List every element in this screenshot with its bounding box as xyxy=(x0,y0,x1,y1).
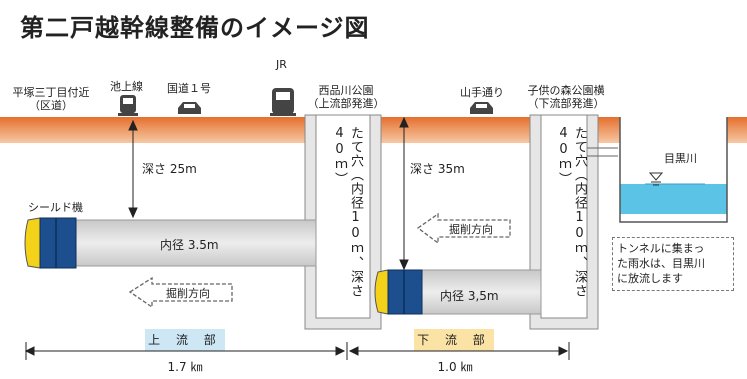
jr-label: JR xyxy=(276,58,287,71)
excavation-label-lower: 掘削方向 xyxy=(449,223,493,236)
shaft-upper-label: たて穴（内径10ｍ、深さ40ｍ） xyxy=(332,126,363,298)
excavation-arrow-lower xyxy=(416,212,511,245)
kokudo-label: 国道１号 xyxy=(167,82,211,95)
shield-machine-upper xyxy=(24,217,77,269)
depth-lower-label: 深さ 35m xyxy=(410,162,465,176)
excavation-arrow-upper xyxy=(128,276,233,309)
hiratsuka-label: 平塚三丁目付近 （区道） xyxy=(12,86,90,112)
section-band-upper-bg xyxy=(145,329,225,351)
river-channel xyxy=(619,117,728,223)
ikegami-train-icon xyxy=(118,95,138,116)
tunnel-upper-label: 内径 3.5m xyxy=(160,238,219,252)
tunnel-upper xyxy=(64,219,317,267)
length-lower-label: 1.0 ㎞ xyxy=(437,360,473,374)
kokudo-car-icon xyxy=(178,102,201,114)
yamanote-car-icon xyxy=(470,102,493,114)
shaft-lower-label: たて穴（内径10ｍ、深さ40ｍ） xyxy=(556,126,587,298)
outflow-pipe xyxy=(587,147,618,157)
water-level-icon xyxy=(648,172,664,186)
river-label: 目黒川 xyxy=(664,152,697,165)
kodomo-label: 子供の森公園横 （下流部発進） xyxy=(527,84,605,110)
dimension-lines xyxy=(24,342,570,360)
length-upper-label: 1.7 ㎞ xyxy=(167,360,203,374)
nishishinagawa-label: 西品川公園 （上流部発進） xyxy=(307,84,385,110)
shield-machine-lower xyxy=(374,269,423,315)
depth-upper-label: 深さ 25m xyxy=(142,162,197,176)
jr-train-icon xyxy=(270,88,296,116)
section-band-lower-bg xyxy=(414,329,494,351)
page-title: 第二戸越幹線整備のイメージ図 xyxy=(20,14,370,42)
tunnel-lower-label: 内径 3,5m xyxy=(440,289,499,303)
ground-band-river xyxy=(727,117,747,143)
depth-arrow-upper xyxy=(128,119,138,219)
outflow-note: トンネルに集まっ た雨水は、目黒川 に放流します xyxy=(612,237,734,291)
section-lower-label: 下 流 部 xyxy=(417,333,491,347)
shield-machine-label: シールド機 xyxy=(28,201,83,214)
excavation-label-upper: 掘削方向 xyxy=(166,287,210,300)
depth-arrow-lower xyxy=(399,116,409,271)
tunnel-lower xyxy=(419,269,542,315)
yamanote-label: 山手通り xyxy=(460,86,504,99)
section-upper-label: 上 流 部 xyxy=(148,333,222,347)
ikegami-label: 池上線 xyxy=(110,80,143,93)
shaft-upper-start xyxy=(304,114,382,330)
